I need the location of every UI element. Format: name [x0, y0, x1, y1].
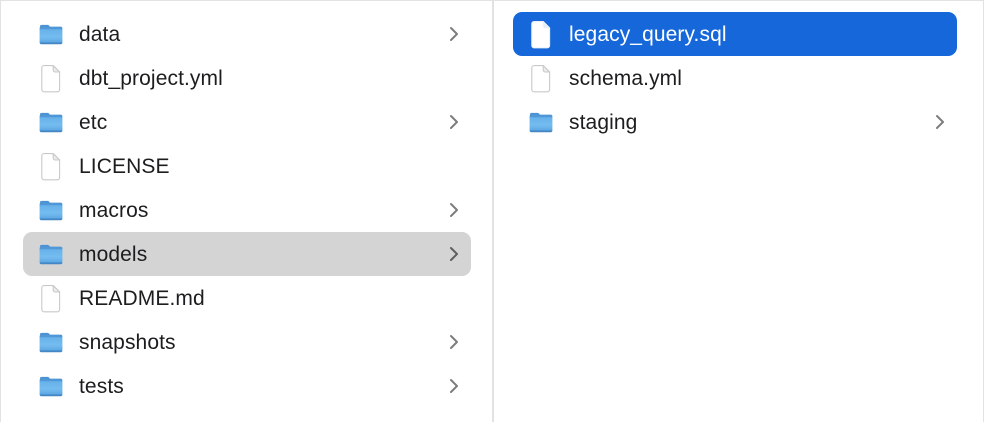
item-label: staging: [569, 110, 638, 134]
chevron-right-icon: [449, 26, 459, 42]
folder-row-models[interactable]: models: [23, 232, 471, 276]
folder-row-etc[interactable]: etc: [23, 100, 471, 144]
document-icon: [37, 150, 65, 182]
folder-row-staging[interactable]: staging: [513, 100, 957, 144]
chevron-right-icon: [449, 378, 459, 394]
folder-icon: [37, 238, 65, 270]
item-label: data: [79, 22, 121, 46]
folder-row-macros[interactable]: macros: [23, 188, 471, 232]
chevron-right-icon: [449, 114, 459, 130]
item-label: etc: [79, 110, 108, 134]
folder-icon: [37, 194, 65, 226]
file-row-schema-yml[interactable]: schema.yml: [513, 56, 957, 100]
folder-icon: [527, 106, 555, 138]
item-label: schema.yml: [569, 66, 683, 90]
document-icon: [37, 282, 65, 314]
chevron-right-icon: [935, 114, 945, 130]
chevron-right-icon: [449, 334, 459, 350]
folder-icon: [37, 326, 65, 358]
document-icon: [527, 18, 555, 50]
item-label: dbt_project.yml: [79, 66, 223, 90]
folder-icon: [37, 18, 65, 50]
item-label: tests: [79, 374, 124, 398]
folder-icon: [37, 370, 65, 402]
folder-icon: [37, 106, 65, 138]
file-row-dbt-project-yml[interactable]: dbt_project.yml: [23, 56, 471, 100]
folder-row-tests[interactable]: tests: [23, 364, 471, 408]
item-label: models: [79, 242, 148, 266]
item-label: legacy_query.sql: [569, 22, 727, 46]
finder-column-parent: data dbt_project.yml: [1, 1, 494, 422]
item-label: snapshots: [79, 330, 176, 354]
item-label: README.md: [79, 286, 205, 310]
item-label: LICENSE: [79, 154, 170, 178]
chevron-right-icon: [449, 202, 459, 218]
folder-row-snapshots[interactable]: snapshots: [23, 320, 471, 364]
document-icon: [37, 62, 65, 94]
item-label: macros: [79, 198, 149, 222]
file-row-legacy-query-sql[interactable]: legacy_query.sql: [513, 12, 957, 56]
chevron-right-icon: [449, 246, 459, 262]
file-row-license[interactable]: LICENSE: [23, 144, 471, 188]
file-row-readme-md[interactable]: README.md: [23, 276, 471, 320]
finder-column-current: legacy_query.sql schema.yml: [494, 1, 983, 422]
document-icon: [527, 62, 555, 94]
folder-row-data[interactable]: data: [23, 12, 471, 56]
